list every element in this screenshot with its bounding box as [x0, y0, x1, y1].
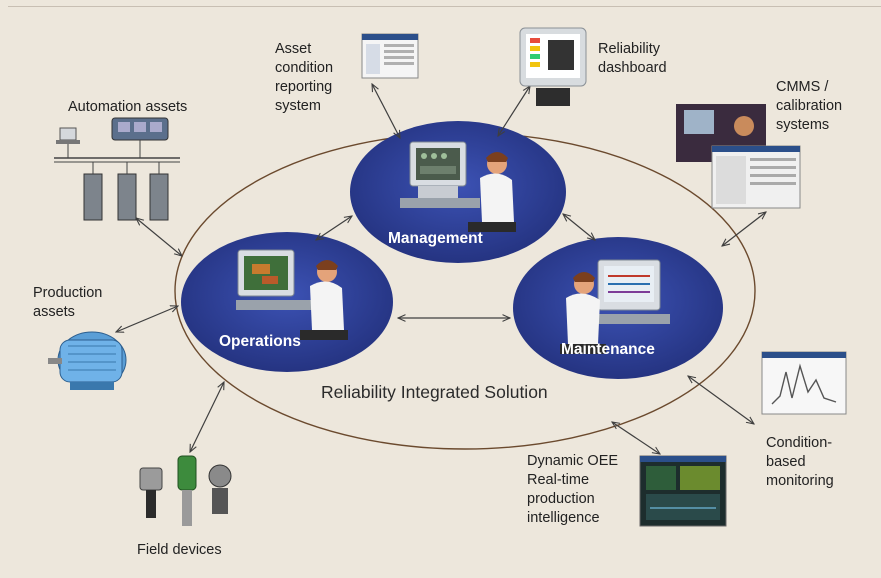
top-rule [8, 6, 881, 7]
arrow-dashboard [498, 86, 530, 136]
production-label: Production assets [33, 285, 103, 320]
automation-assets-icon [54, 117, 180, 221]
cmms-screenshots [676, 104, 801, 209]
condition-monitoring-label: Condition- based monitoring [766, 435, 834, 489]
oee-screenshot [639, 455, 727, 527]
management-node[interactable]: Management [350, 121, 566, 263]
arrow-cmms [722, 212, 766, 246]
arrow-field-devices [190, 382, 224, 452]
oee-label: Dynamic OEE Real-time production intelli… [527, 453, 619, 526]
field-devices-label: Field devices [137, 542, 222, 558]
asset-condition-screenshot [361, 33, 419, 79]
condition-monitoring-screenshot [761, 351, 847, 415]
operations-label: Operations [219, 333, 301, 350]
cmms-label: CMMS / calibration systems [776, 79, 843, 133]
arrow-management-operations [316, 216, 352, 240]
dashboard-monitor-icon [519, 27, 587, 106]
arrow-condition-monitoring [688, 376, 754, 424]
automation-label: Automation assets [68, 99, 188, 115]
asset-condition-label: Asset condition reporting system [275, 41, 334, 114]
arrow-management-maintenance [563, 214, 595, 240]
arrow-production [116, 306, 178, 332]
maintenance-node[interactable]: Maintenance [513, 237, 723, 379]
arrow-automation [136, 218, 182, 256]
arrow-oee [612, 422, 660, 454]
motor-icon [48, 331, 127, 390]
management-label: Management [388, 230, 483, 247]
operations-node[interactable]: Operations [181, 232, 393, 372]
maintenance-label: Maintenance [561, 341, 655, 358]
center-label: Reliability Integrated Solution [321, 382, 548, 402]
arrow-asset-condition [372, 84, 400, 138]
field-devices-icon [139, 455, 232, 526]
reliability-dashboard-label: Reliability dashboard [598, 41, 667, 76]
